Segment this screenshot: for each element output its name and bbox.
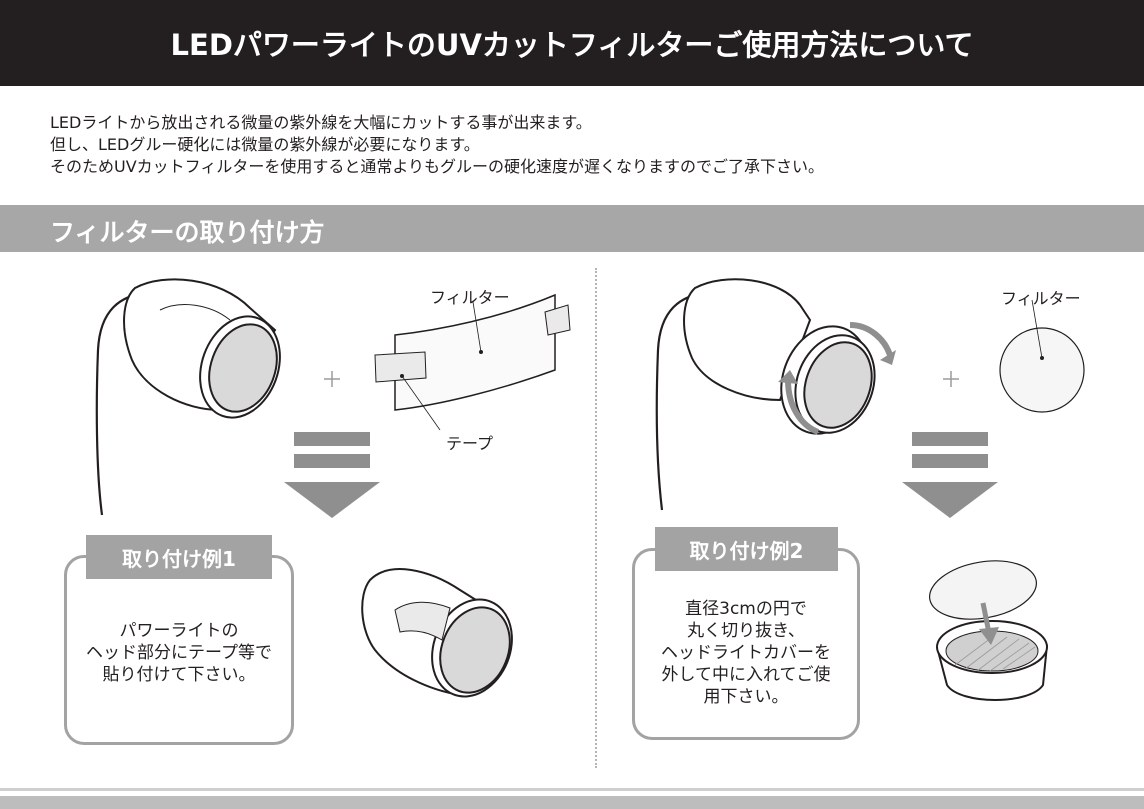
- example-2-line-1: 直径3cmの円で: [685, 599, 807, 619]
- led-light-rotate-illustration: [655, 278, 896, 511]
- callout-tape: テープ: [446, 434, 494, 453]
- footer-line: [0, 788, 1144, 791]
- section-header: フィルターの取り付け方: [0, 205, 1144, 252]
- example-1-line-1: パワーライトの: [119, 621, 239, 641]
- intro-text: LEDライトから放出される微量の紫外線を大幅にカットする事が出来ます。 但し、L…: [50, 112, 824, 178]
- page-title: LEDパワーライトのUVカットフィルターご使用方法について: [170, 28, 974, 62]
- cover-insert-illustration: [928, 560, 1048, 701]
- footer-bar: [0, 796, 1144, 809]
- example-2-line-5: 用下さい。: [703, 687, 789, 707]
- example-1-line-3: 貼り付けて下さい。: [102, 665, 256, 685]
- intro-line-2: 但し、LEDグルー硬化には微量の紫外線が必要になります。: [50, 135, 480, 154]
- plus-icon-right: [943, 371, 959, 387]
- column-divider: [595, 268, 597, 768]
- example-2-line-2: 丸く切り抜き、: [687, 621, 805, 641]
- intro-line-1: LEDライトから放出される微量の紫外線を大幅にカットする事が出来ます。: [50, 113, 592, 132]
- example-text-1: パワーライトの ヘッド部分にテープ等で 貼り付けて下さい。: [64, 620, 294, 686]
- down-arrow-icon-right: [902, 432, 998, 518]
- header-bar: LEDパワーライトのUVカットフィルターご使用方法について: [0, 0, 1144, 86]
- down-arrow-icon: [284, 432, 380, 518]
- example-box-2: [632, 548, 860, 740]
- example-label-1: 取り付け例1: [86, 535, 272, 579]
- round-filter-illustration: [999, 299, 1085, 413]
- section-title: フィルターの取り付け方: [50, 218, 325, 247]
- callout-filter-left: フィルター: [430, 288, 510, 307]
- callout-filter-right: フィルター: [1001, 289, 1081, 308]
- example-1-line-2: ヘッド部分にテープ等で: [86, 643, 272, 663]
- example-2-line-3: ヘッドライトカバーを: [661, 643, 831, 663]
- head-with-filter-illustration: [361, 568, 513, 698]
- example-text-2: 直径3cmの円で 丸く切り抜き、 ヘッドライトカバーを 外して中に入れてご使 用…: [632, 598, 860, 708]
- intro-line-3: そのためUVカットフィルターを使用すると通常よりもグルーの硬化速度が遅くなります…: [50, 157, 825, 176]
- led-light-illustration: [95, 278, 281, 516]
- example-label-2: 取り付け例2: [655, 527, 838, 571]
- filter-sheet-with-tape: [374, 293, 571, 431]
- example-2-line-4: 外して中に入れてご使: [661, 665, 831, 685]
- plus-icon: [324, 371, 340, 387]
